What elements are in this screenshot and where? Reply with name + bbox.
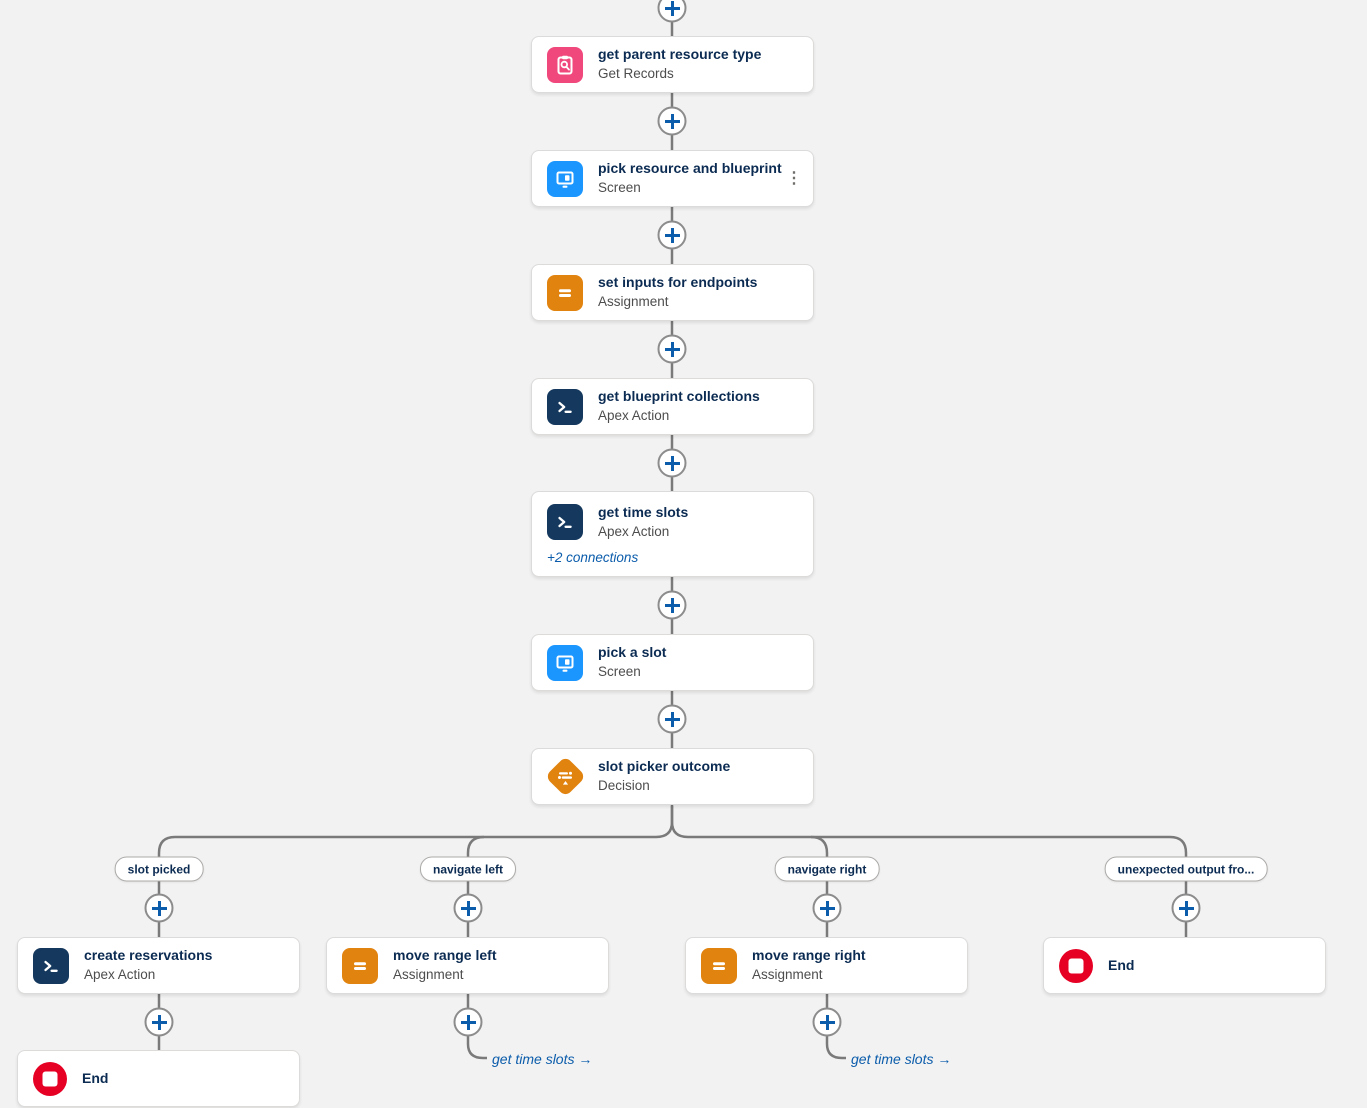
add-element-button[interactable] xyxy=(1171,893,1201,923)
branch-label-navigate-left: navigate left xyxy=(419,856,517,882)
branch-label-slot-picked: slot picked xyxy=(114,856,204,882)
apex-action-icon xyxy=(547,388,583,425)
flow-node-end[interactable]: End xyxy=(17,1050,300,1107)
node-title: get time slots xyxy=(598,504,689,520)
assignment-icon xyxy=(342,947,378,984)
branch-label-navigate-right: navigate right xyxy=(774,856,880,882)
node-title: move range right xyxy=(752,947,866,964)
add-element-button[interactable] xyxy=(453,1007,483,1037)
add-element-button[interactable] xyxy=(657,448,687,478)
add-element-button[interactable] xyxy=(812,1007,842,1037)
node-title: move range left xyxy=(393,947,497,964)
screen-icon xyxy=(547,644,583,681)
node-subtitle: Decision xyxy=(598,777,650,793)
flow-node-pick-a-slot[interactable]: pick a slot Screen xyxy=(531,634,814,691)
node-subtitle: Apex Action xyxy=(598,523,670,539)
node-subtitle: Get Records xyxy=(598,65,674,81)
node-title: set inputs for endpoints xyxy=(598,274,758,291)
flow-node-move-range-left[interactable]: move range left Assignment xyxy=(326,937,609,994)
flow-node-end[interactable]: End xyxy=(1043,937,1326,994)
node-title: get parent resource type xyxy=(598,46,762,63)
add-element-button[interactable] xyxy=(453,893,483,923)
assignment-icon xyxy=(547,274,583,311)
flow-node-create-reservations[interactable]: create reservations Apex Action xyxy=(17,937,300,994)
flow-node-set-inputs-for-endpoints[interactable]: set inputs for endpoints Assignment xyxy=(531,264,814,321)
node-subtitle: Apex Action xyxy=(598,407,670,423)
apex-action-icon xyxy=(33,947,69,984)
node-title: slot picker outcome xyxy=(598,758,731,775)
assignment-icon xyxy=(701,947,737,984)
flow-node-move-range-right[interactable]: move range right Assignment xyxy=(685,937,968,994)
node-title: pick resource and blueprint xyxy=(598,160,782,177)
node-subtitle: Screen xyxy=(598,179,641,195)
goto-link-get-time-slots[interactable]: get time slots → xyxy=(851,1051,952,1067)
flow-node-slot-picker-outcome[interactable]: slot picker outcome Decision xyxy=(531,748,814,805)
node-title: create reservations xyxy=(84,947,213,964)
end-icon xyxy=(1059,948,1093,983)
apex-action-icon xyxy=(547,504,583,541)
node-subtitle: Apex Action xyxy=(84,966,156,982)
goto-link-get-time-slots[interactable]: get time slots → xyxy=(492,1051,593,1067)
node-subtitle: Assignment xyxy=(598,293,669,309)
add-element-button[interactable] xyxy=(657,590,687,620)
flow-node-pick-resource-and-blueprint[interactable]: pick resource and blueprint Screen ⋮ xyxy=(531,150,814,207)
node-title: End xyxy=(82,1069,109,1086)
more-actions-icon[interactable]: ⋮ xyxy=(786,169,802,187)
add-element-button[interactable] xyxy=(657,106,687,136)
add-element-button[interactable] xyxy=(812,893,842,923)
flow-node-get-parent-resource-type[interactable]: get parent resource type Get Records xyxy=(531,36,814,93)
node-subtitle: Assignment xyxy=(752,966,823,982)
end-icon xyxy=(33,1061,67,1096)
branch-label-unexpected-output: unexpected output fro... xyxy=(1104,856,1268,882)
node-subtitle: Screen xyxy=(598,663,641,679)
add-element-button[interactable] xyxy=(657,0,687,23)
node-subtitle: Assignment xyxy=(393,966,464,982)
add-element-button[interactable] xyxy=(657,704,687,734)
get-records-icon xyxy=(547,46,583,83)
add-element-button[interactable] xyxy=(657,220,687,250)
node-title: End xyxy=(1108,956,1135,973)
extra-connections-link[interactable]: +2 connections xyxy=(547,550,639,566)
decision-icon xyxy=(544,755,586,798)
flow-node-get-blueprint-collections[interactable]: get blueprint collections Apex Action xyxy=(531,378,814,435)
node-title: get blueprint collections xyxy=(598,388,760,405)
node-title: pick a slot xyxy=(598,644,667,661)
add-element-button[interactable] xyxy=(144,1007,174,1037)
add-element-button[interactable] xyxy=(657,334,687,364)
flow-node-get-time-slots[interactable]: get time slots Apex Action +2 connection… xyxy=(531,491,814,577)
add-element-button[interactable] xyxy=(144,893,174,923)
screen-icon xyxy=(547,160,583,197)
